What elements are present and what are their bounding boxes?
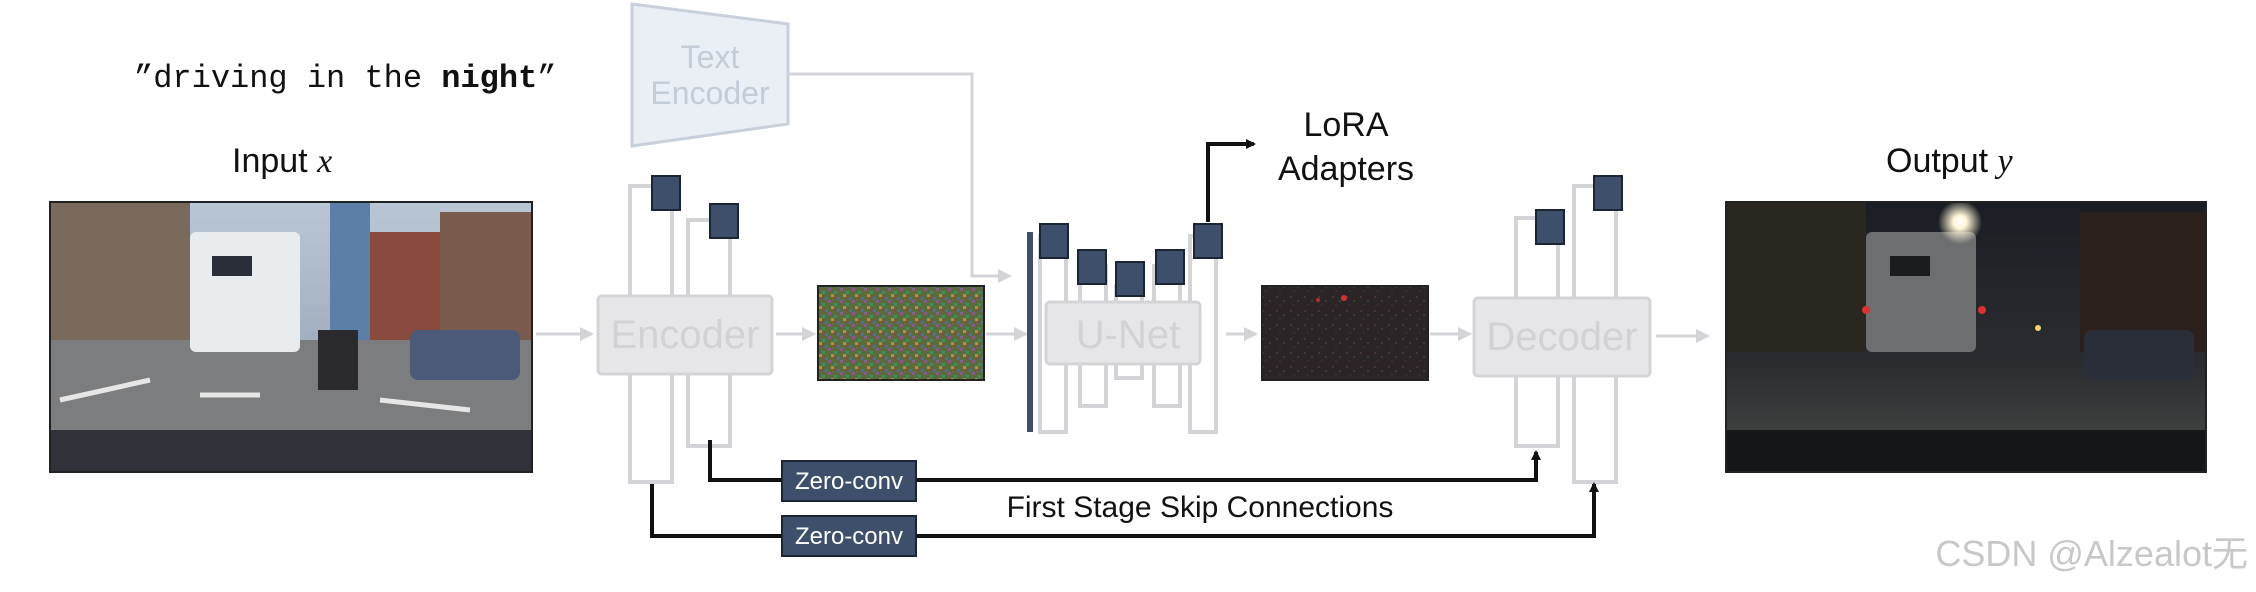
text-conditioning-arrow [788,72,1012,283]
encoder-node-1 [651,175,681,211]
zero-conv-label-2: Zero-conv [795,523,903,550]
skip-connections-label: First Stage Skip Connections [1007,491,1394,524]
watermark: CSDN @Alzealot无 [1935,533,2248,574]
unet-node-3 [1115,261,1145,297]
skip-connection-2 [650,482,1599,538]
encoder-label: Encoder [611,313,760,357]
decoder-node-1 [1535,209,1565,245]
zero-conv-box-1: Zero-conv [781,460,917,502]
output-label: Output y [1886,142,2014,180]
text-encoder-label-2: Encoder [650,75,770,111]
skip-connection-1 [708,440,1541,482]
unet-node-5 [1193,223,1223,259]
latent-input-image [817,285,985,381]
zero-conv-label-1: Zero-conv [795,468,903,495]
zero-conv-box-2: Zero-conv [781,515,917,557]
lora-label-2: Adapters [1278,150,1414,188]
lora-label-1: LoRA [1303,106,1388,144]
decoder-node-2 [1593,175,1623,211]
output-image [1725,200,2207,473]
lora-arrow [1206,139,1256,222]
encoder-node-2 [709,203,739,239]
unet-node-1 [1039,223,1069,259]
decoder-label: Decoder [1486,315,1637,359]
decoder-block: Decoder [1472,184,1652,484]
prompt-text: ”driving in the night” [134,60,556,97]
unet-label: U-Net [1076,313,1180,357]
latent-output-image [1261,285,1429,381]
encoder-block: Encoder [596,184,774,484]
text-encoder-block: Text Encoder [630,2,790,148]
unet-node-2 [1077,249,1107,285]
unet-node-4 [1155,249,1185,285]
input-image [49,201,533,473]
input-label: Input x [232,142,332,180]
text-encoder-label-1: Text [681,39,740,75]
